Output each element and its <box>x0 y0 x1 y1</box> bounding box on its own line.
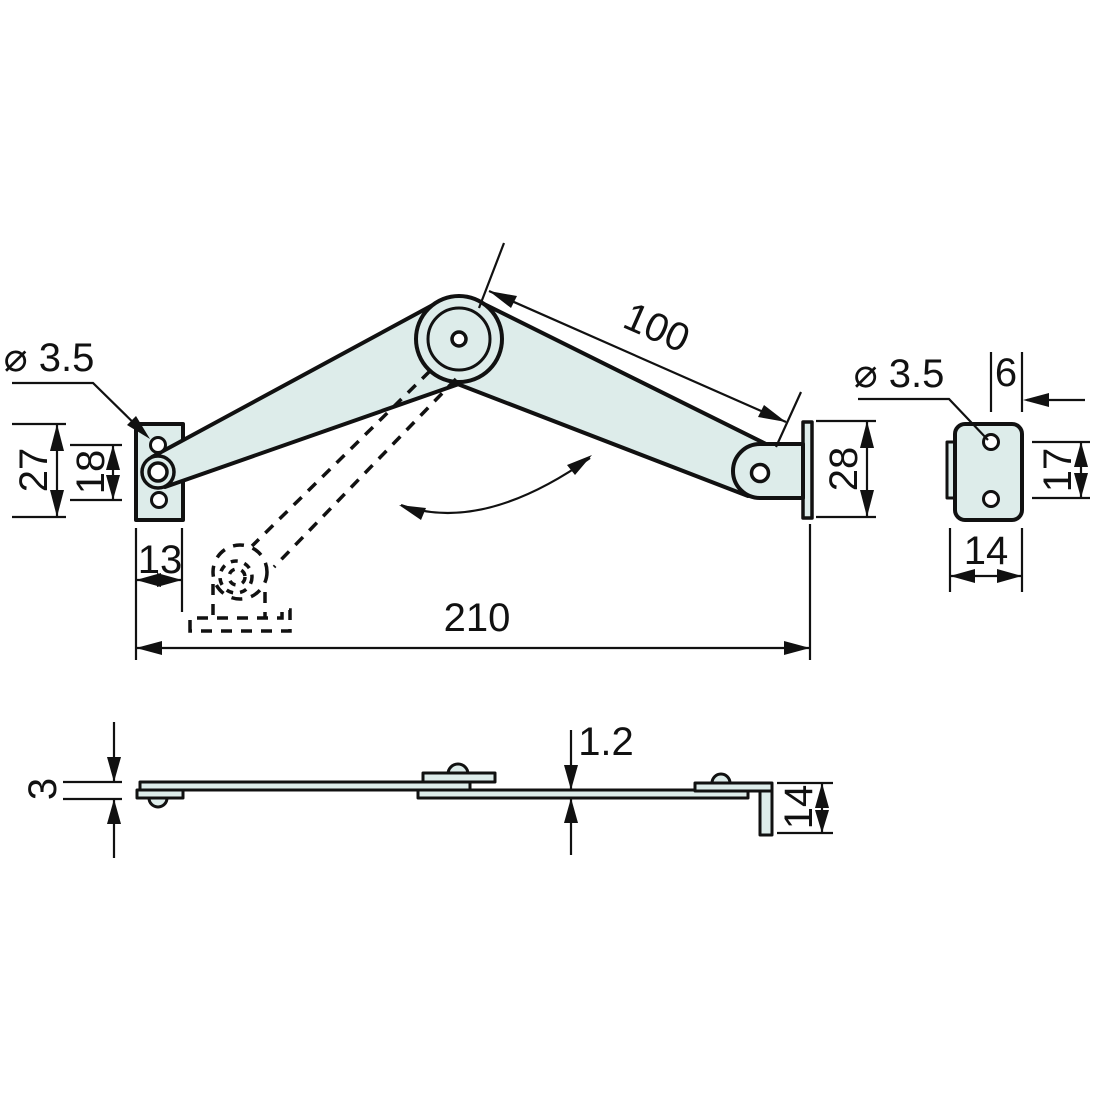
dim-100-ticks <box>477 242 803 448</box>
swing-arc-arrowhead-right <box>567 455 592 475</box>
dim-100-line <box>488 289 787 424</box>
dim-3-arrow-down <box>107 757 121 782</box>
dim-14-side-arrow-bottom <box>815 810 829 833</box>
flange-hole-bottom <box>982 490 1000 508</box>
dim-27-arrow-bottom <box>50 490 64 517</box>
dim-13-extensions <box>134 528 184 660</box>
side-view-parts <box>135 762 774 837</box>
dim-28-label: 28 <box>822 447 866 492</box>
pivot-rivet-hole <box>450 330 468 348</box>
dim-100-arrow-right <box>758 405 786 422</box>
leader-arrowhead-left <box>127 416 150 439</box>
dim-6-extensions <box>989 352 1024 412</box>
end-view: ⌀ 3.5 6 17 14 <box>854 351 1090 592</box>
dim-100-arrow-left <box>489 291 517 308</box>
dim-210-arrow-right <box>784 641 810 655</box>
phantom-flange-footprint <box>188 608 292 633</box>
dim-18-arrow-top <box>106 445 120 470</box>
phantom-arm-edge-upper <box>250 369 432 548</box>
dim-18-arrow-bottom <box>106 475 120 500</box>
dim-hole-dia-right-label: ⌀ 3.5 <box>854 352 945 396</box>
dim-13-arrow-left <box>136 573 161 587</box>
right-arm-end-hole <box>749 462 771 484</box>
dim-3-arrow-up <box>107 799 121 824</box>
phantom-elbow-hole <box>227 567 247 587</box>
dim-28-arrow-bottom <box>860 490 874 517</box>
swing-arc-arrow <box>400 457 591 515</box>
dim-14-end-label: 14 <box>964 529 1009 573</box>
end-view-parts <box>945 422 1024 522</box>
side-view: 3 1.2 14 <box>21 720 833 858</box>
pivot-inner-ring <box>426 306 492 372</box>
lower-arm-bar-side <box>416 788 750 800</box>
phantom-elbow-ring <box>218 559 254 595</box>
dim-210-label: 210 <box>444 596 511 640</box>
phantom-elbow-lobe <box>211 543 269 601</box>
dim-14-end-arrow-left <box>950 569 975 583</box>
dim-13-label: 13 <box>138 538 183 582</box>
dim-17-label: 17 <box>1036 448 1080 493</box>
dim-17-arrow-top <box>1074 442 1088 467</box>
flange-plate-face <box>953 422 1024 522</box>
dim-14-side-label: 14 <box>777 785 821 830</box>
dim-14-end-arrow-right <box>997 569 1022 583</box>
dim-13-arrow-right <box>157 573 182 587</box>
dim-hole-dia-left-label: ⌀ 3.5 <box>4 336 95 380</box>
left-plate-side <box>135 788 185 800</box>
dim-14-side-arrow-top <box>815 783 829 808</box>
dim-3-label: 3 <box>21 778 65 800</box>
dim-27-arrow-top <box>50 424 64 451</box>
dim-14-end-extensions <box>948 528 1024 592</box>
dim-17-arrow-bottom <box>1074 473 1088 498</box>
dim-100-label: 100 <box>617 294 696 361</box>
front-view: ⌀ 3.5 27 18 13 210 100 <box>4 242 876 660</box>
dim-1_2-arrow-down <box>564 765 578 790</box>
dim-1_2-label: 1.2 <box>578 720 634 764</box>
swing-arc-arrowhead-left <box>399 505 426 520</box>
front-view-parts <box>134 294 814 522</box>
leader-hole-dia-right <box>858 397 989 441</box>
dim-6-label: 6 <box>995 351 1017 395</box>
left-plate-hole-bottom <box>150 491 168 509</box>
dim-18-label: 18 <box>69 450 113 495</box>
dim-210-arrow-left <box>136 641 162 655</box>
dim-6-arrowhead <box>1023 393 1049 407</box>
flange-top-side <box>693 781 774 793</box>
dim-27-label: 27 <box>12 448 56 493</box>
dim-14-side-extensions <box>777 781 833 835</box>
phantom-folded-position <box>188 369 458 633</box>
dim-3-extensions <box>63 780 122 801</box>
phantom-arm-edge-lower <box>272 377 458 569</box>
dim-28-arrow-top <box>860 421 874 448</box>
left-plate-hole-top <box>149 436 167 454</box>
left-arm-pivot-hole <box>147 461 169 483</box>
upper-arm-bar-side <box>138 780 472 792</box>
dim-1_2-arrow-up <box>564 798 578 823</box>
leader-hole-dia-left <box>12 381 147 436</box>
